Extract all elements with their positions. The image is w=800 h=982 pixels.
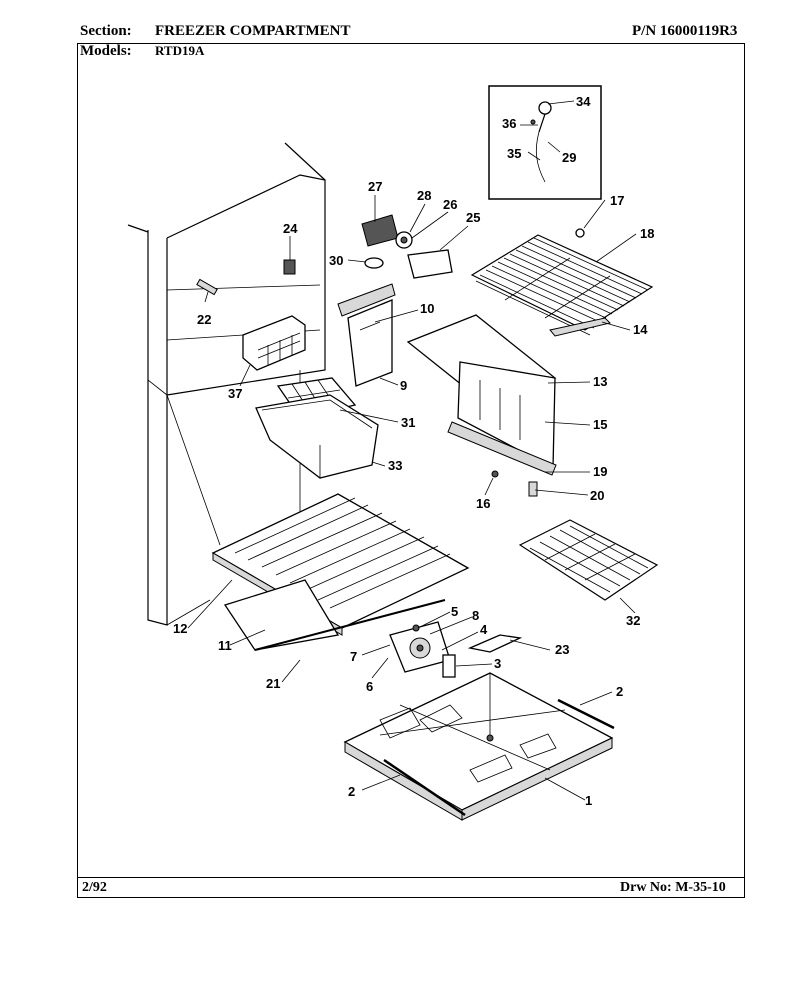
part-33-ice-bucket <box>255 394 379 479</box>
callout-7: 7 <box>350 649 357 664</box>
section-title: FREEZER COMPARTMENT <box>155 23 351 39</box>
callout-11: 11 <box>218 638 232 653</box>
part-2-rail-right <box>557 698 615 730</box>
callout-33: 33 <box>388 458 402 473</box>
callout-19: 19 <box>593 464 607 479</box>
callout-4: 4 <box>480 622 488 637</box>
callout-14: 14 <box>633 322 648 337</box>
callout-27: 27 <box>368 179 382 194</box>
callout-6: 6 <box>366 679 373 694</box>
callout-16: 16 <box>476 496 490 511</box>
part-1-base-pan <box>343 672 614 821</box>
callout-26: 26 <box>443 197 457 212</box>
models-label: Models: <box>80 43 132 59</box>
callout-1: 1 <box>585 793 592 808</box>
callout-13: 13 <box>593 374 607 389</box>
drawing-frame <box>77 43 745 898</box>
callout-21: 21 <box>266 676 280 691</box>
callout-22: 22 <box>197 312 211 327</box>
part-17-nut <box>575 228 585 238</box>
callout-2-left: 2 <box>348 784 355 799</box>
callout-28: 28 <box>417 188 431 203</box>
callout-15: 15 <box>593 417 607 432</box>
footer-date: 2/92 <box>82 880 107 895</box>
callout-12: 12 <box>173 621 187 636</box>
callout-34: 34 <box>576 94 591 109</box>
part-23-cover <box>467 634 523 653</box>
callout-35: 35 <box>507 146 521 161</box>
part-20-clip <box>528 481 538 497</box>
inset-detail-box <box>488 85 602 200</box>
part-16-screw <box>491 470 499 478</box>
footer-divider <box>77 877 745 878</box>
callout-20: 20 <box>590 488 604 503</box>
callout-18: 18 <box>640 226 654 241</box>
part-13-evaporator-cover <box>406 314 557 476</box>
part-32-wire-basket <box>518 519 659 601</box>
callout-3: 3 <box>494 656 501 671</box>
callout-2-right: 2 <box>616 684 623 699</box>
callout-24: 24 <box>283 221 298 236</box>
leader-lines <box>187 100 637 801</box>
callout-5: 5 <box>451 604 458 619</box>
part-21-trim <box>254 599 446 651</box>
parts-control-group <box>361 214 453 279</box>
part-37-ice-rack <box>242 315 306 371</box>
part-18-wire-shelf <box>470 234 654 337</box>
callout-9: 9 <box>400 378 407 393</box>
callout-23: 23 <box>555 642 569 657</box>
callout-32: 32 <box>626 613 640 628</box>
part-number: P/N 16000119R3 <box>632 23 738 39</box>
callout-31: 31 <box>401 415 415 430</box>
callout-8: 8 <box>472 608 479 623</box>
callout-36: 36 <box>502 116 516 131</box>
part-11-panel <box>223 579 340 651</box>
callout-10: 10 <box>420 301 434 316</box>
callout-29: 29 <box>562 150 576 165</box>
part-22-pin <box>196 278 218 296</box>
part-24-bracket <box>283 259 296 275</box>
section-label: Section: <box>80 23 132 39</box>
drawing-number: Drw No: M-35-10 <box>620 880 726 895</box>
callout-37: 37 <box>228 386 242 401</box>
models-value: RTD19A <box>155 43 205 58</box>
exploded-parts-diagram: 34 36 35 29 27 28 26 25 30 24 22 37 10 9… <box>127 85 659 821</box>
callout-17: 17 <box>610 193 624 208</box>
part-2-rail-left <box>383 758 466 817</box>
part-9-duct <box>337 283 396 387</box>
parts-fan-motor <box>389 621 456 678</box>
callout-30: 30 <box>329 253 343 268</box>
callout-25: 25 <box>466 210 480 225</box>
